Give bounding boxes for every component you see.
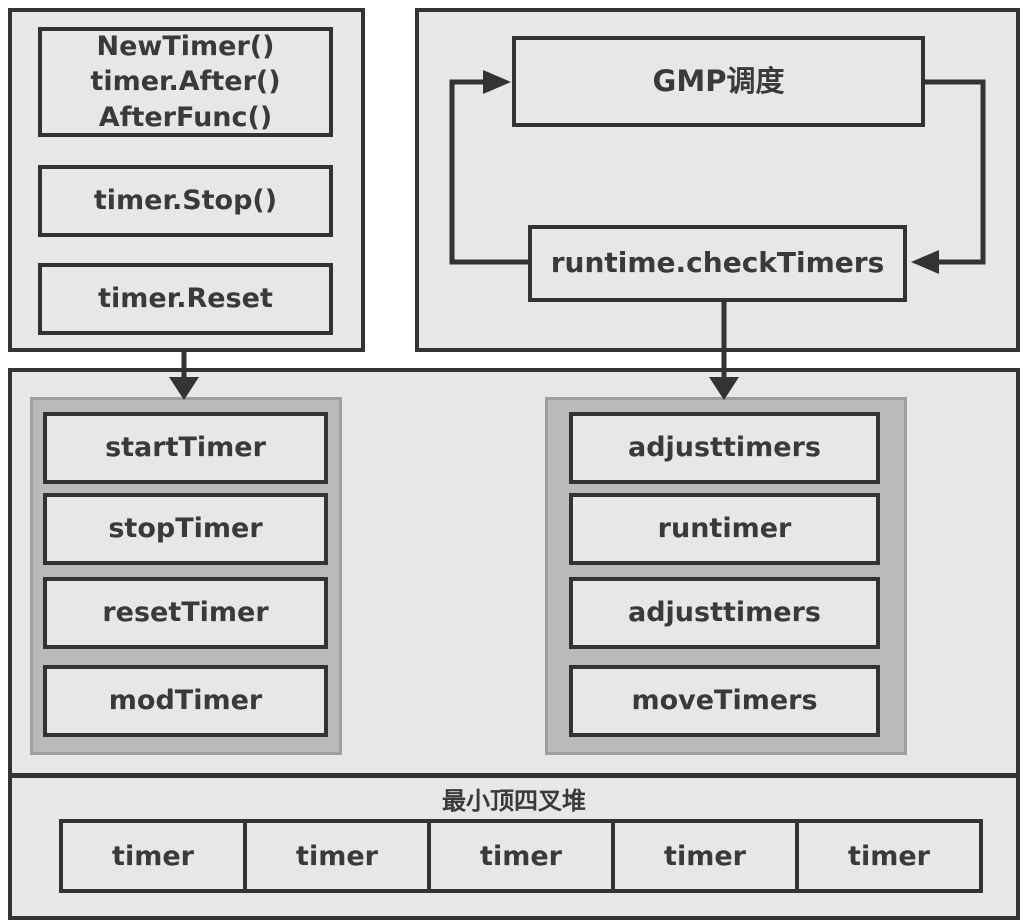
func-box-resettimer: resetTimer xyxy=(43,577,328,649)
heap-cell-timer: timer xyxy=(795,819,983,893)
func-box-movetimers: moveTimers xyxy=(569,665,880,737)
check-timers-box: runtime.checkTimers xyxy=(528,225,907,302)
api-box-stop: timer.Stop() xyxy=(38,165,333,237)
heap-cell-timer: timer xyxy=(59,819,247,893)
api-box-newtimer: NewTimer() timer.After() AfterFunc() xyxy=(38,27,333,137)
heap-cell-timer: timer xyxy=(427,819,615,893)
left-function-stack: startTimer stopTimer resetTimer modTimer xyxy=(30,397,342,755)
heap-divider xyxy=(12,773,1016,778)
func-box-adjusttimers-2: adjusttimers xyxy=(569,577,880,649)
func-box-modtimer: modTimer xyxy=(43,665,328,737)
func-box-starttimer: startTimer xyxy=(43,412,328,484)
heap-cell-timer: timer xyxy=(243,819,431,893)
func-box-stoptimer: stopTimer xyxy=(43,493,328,565)
api-panel: NewTimer() timer.After() AfterFunc() tim… xyxy=(8,8,365,352)
func-box-runtimer: runtimer xyxy=(569,493,880,565)
heap-title: 最小顶四叉堆 xyxy=(442,786,586,815)
runtime-panel: startTimer stopTimer resetTimer modTimer… xyxy=(8,368,1020,920)
heap-cell-timer: timer xyxy=(611,819,799,893)
api-box-reset: timer.Reset xyxy=(38,263,333,335)
right-function-stack: adjusttimers runtimer adjusttimers moveT… xyxy=(545,397,907,755)
func-box-adjusttimers-1: adjusttimers xyxy=(569,412,880,484)
gmp-schedule-box: GMP调度 xyxy=(512,36,925,127)
heap-row: timer timer timer timer timer xyxy=(59,819,983,893)
scheduler-panel: GMP调度 runtime.checkTimers xyxy=(415,8,1020,352)
